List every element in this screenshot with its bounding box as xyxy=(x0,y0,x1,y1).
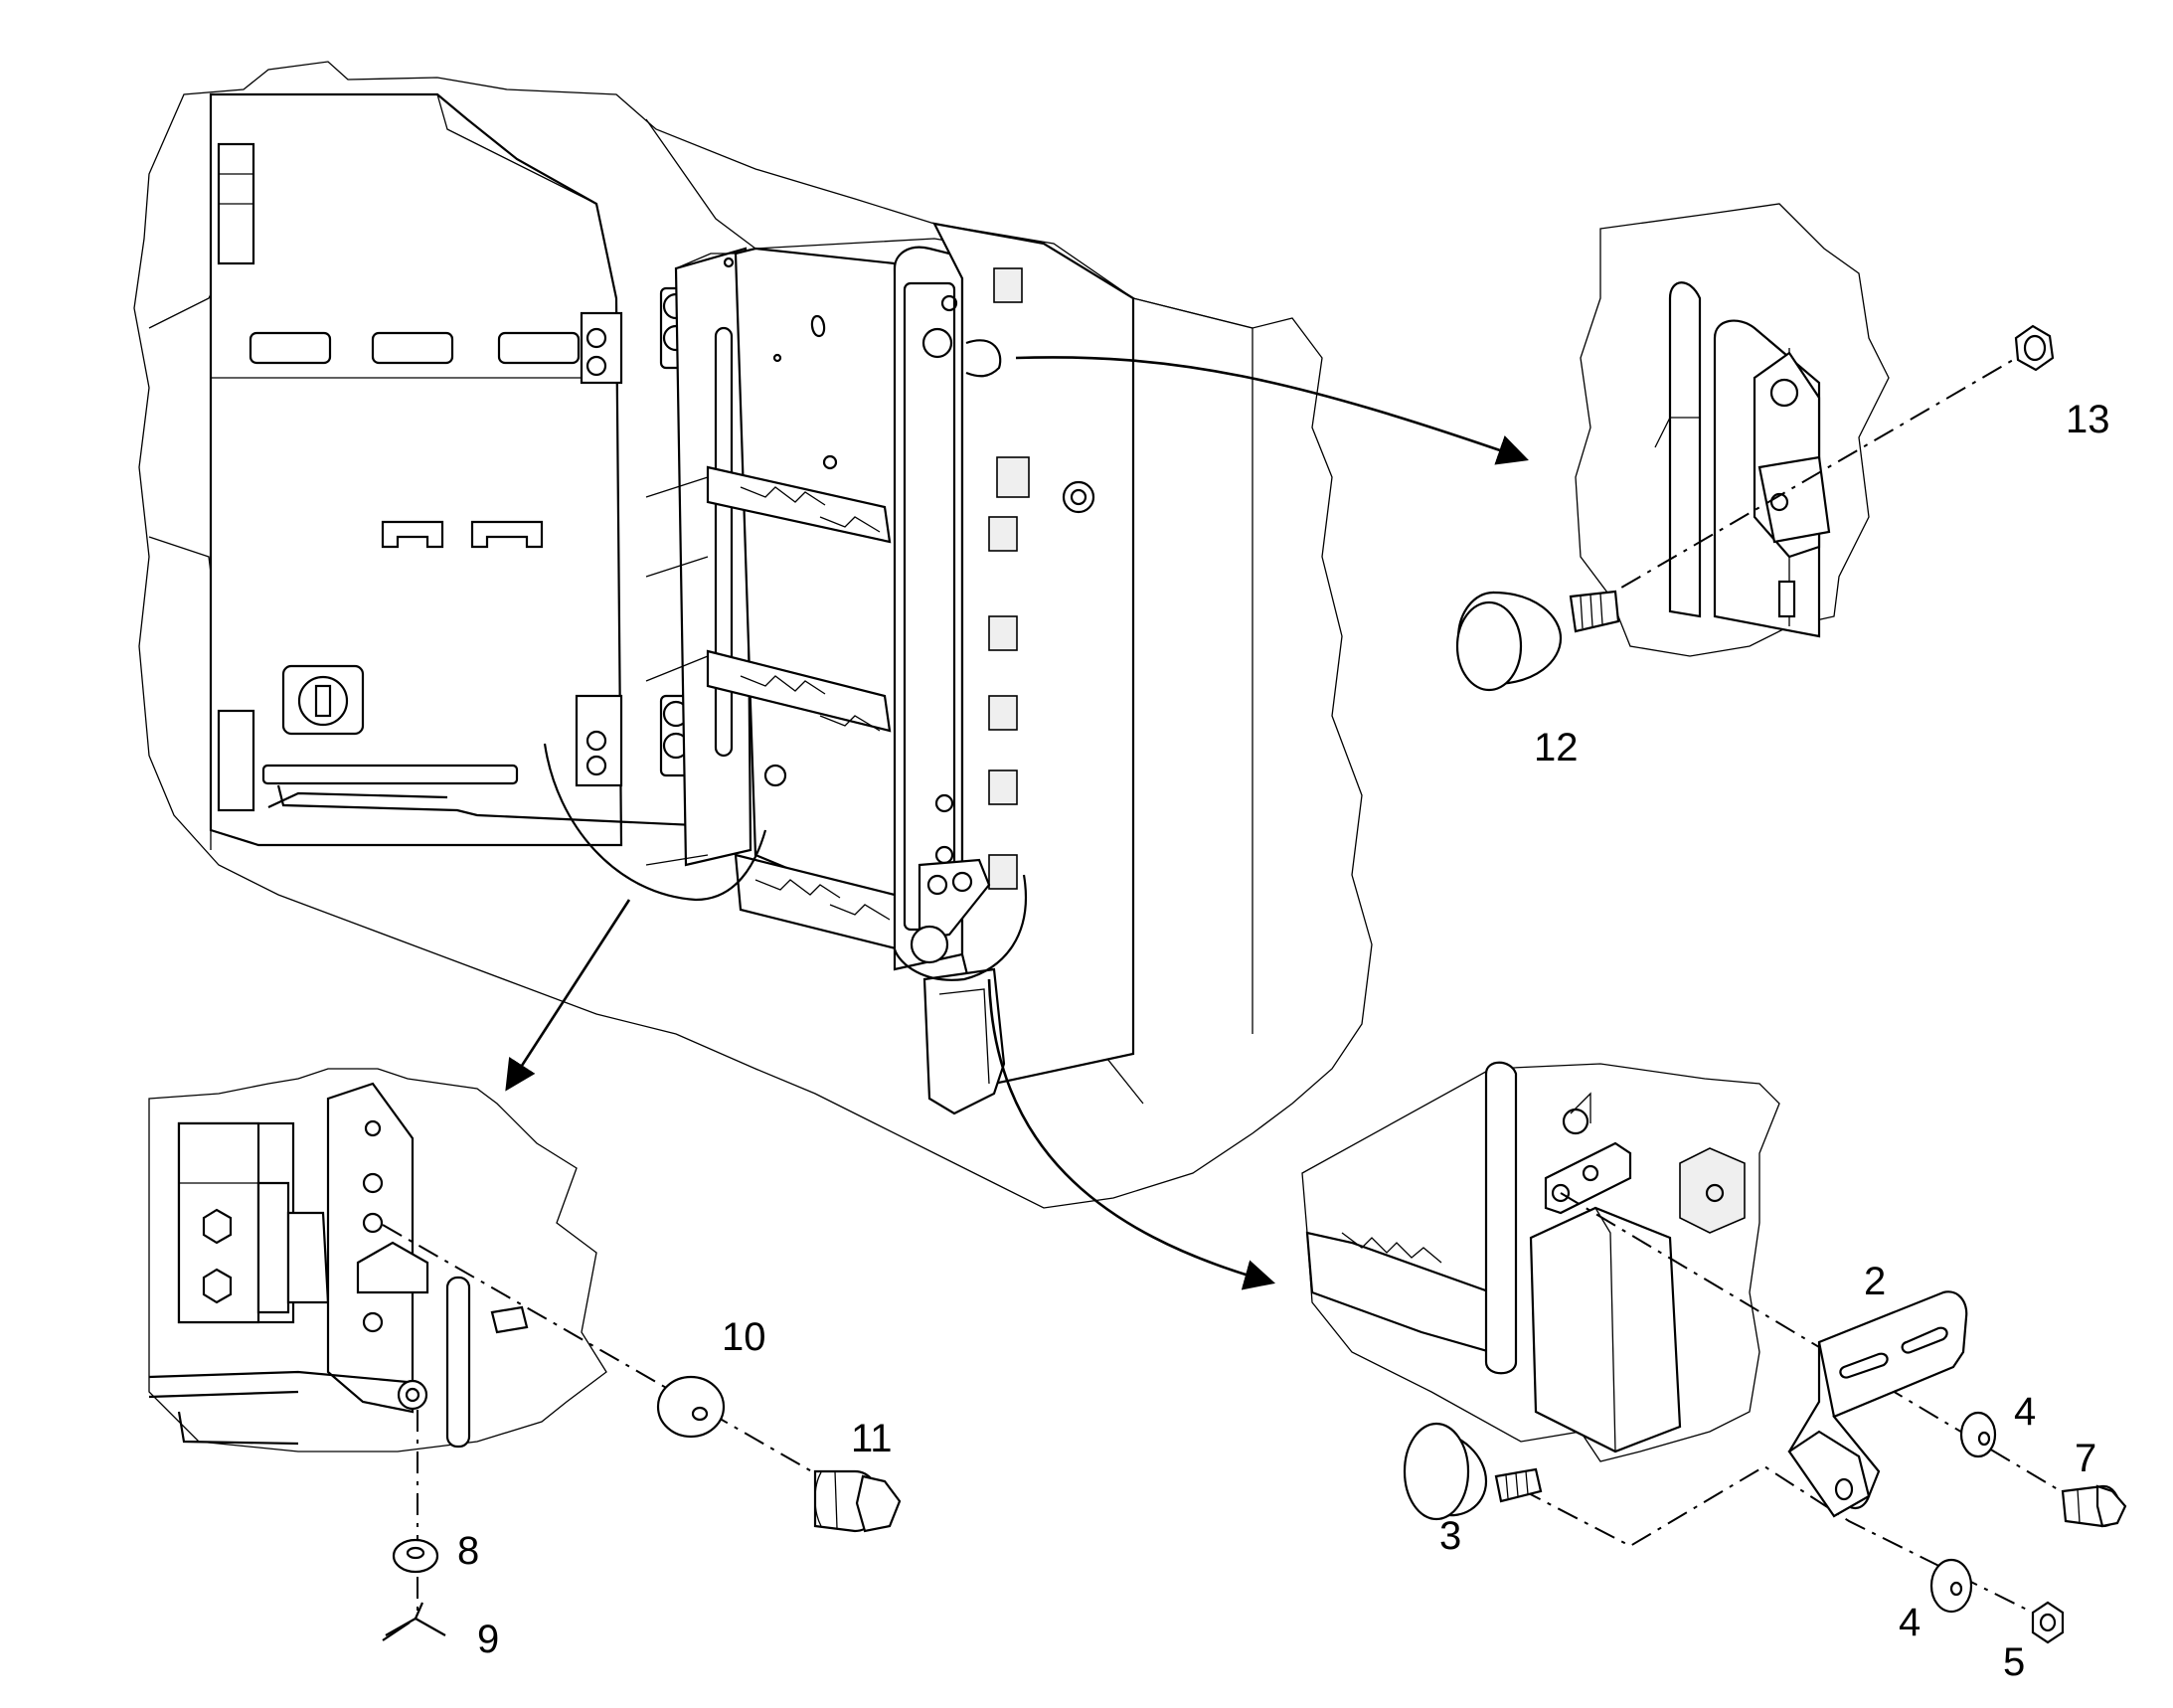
part-12-bumper xyxy=(1455,590,1620,692)
detail-loop-lower-hinge xyxy=(543,743,767,902)
bumper-detail-view xyxy=(1455,203,2055,692)
bracket-detail-view xyxy=(1301,1061,2127,1644)
upper-rail xyxy=(706,465,892,544)
callout-4-lower: 4 xyxy=(1899,1601,1921,1644)
hinge-detail-view xyxy=(148,1068,902,1641)
part-4-washer-upper xyxy=(1959,1411,1997,1458)
callout-labels: 13 12 10 11 8 9 2 4 7 3 4 5 xyxy=(457,398,2110,1684)
part-2-bracket xyxy=(1787,1290,1968,1518)
arrow-to-bumper-detail xyxy=(1015,356,1529,465)
callout-7: 7 xyxy=(2075,1437,2096,1480)
main-assembly-view xyxy=(133,61,1373,1209)
axis-line-12-13 xyxy=(1585,355,2021,609)
callout-4-upper: 4 xyxy=(2014,1390,2036,1434)
bumper-on-bracket xyxy=(910,925,949,964)
part-9-cotter-pin xyxy=(382,1602,446,1641)
hinge-detail-boundary xyxy=(148,1068,607,1452)
arrow-to-hinge-detail xyxy=(505,899,631,1092)
callout-11: 11 xyxy=(851,1417,893,1460)
part-7-bolt xyxy=(2061,1484,2127,1528)
callout-3: 3 xyxy=(1439,1514,1461,1558)
callout-8: 8 xyxy=(457,1529,479,1573)
part-8-washer xyxy=(392,1538,439,1574)
part-10-washer xyxy=(656,1375,726,1439)
detail-loop-bumper xyxy=(893,874,1027,981)
part-5-nut xyxy=(2031,1601,2065,1644)
part-3-bumper xyxy=(1403,1422,1543,1521)
axis-line-10-11 xyxy=(382,1224,856,1497)
callout-5: 5 xyxy=(2003,1640,2025,1684)
wall-mount-blocks xyxy=(988,267,1095,890)
bracket-detail-boundary xyxy=(1301,1063,1780,1462)
part-13-nut xyxy=(2014,324,2055,372)
callout-12: 12 xyxy=(1534,726,1579,769)
arrow-to-bracket-detail xyxy=(987,978,1276,1290)
part-4-washer-lower xyxy=(1929,1558,1973,1614)
callout-9: 9 xyxy=(477,1618,499,1661)
part-11-bolt xyxy=(813,1469,902,1533)
main-view-boundary xyxy=(133,61,1373,1209)
callout-13: 13 xyxy=(2066,398,2110,441)
callout-10: 10 xyxy=(722,1315,766,1359)
lower-door-hinge xyxy=(575,694,693,787)
callout-2: 2 xyxy=(1864,1260,1886,1303)
door-panel xyxy=(209,92,623,847)
middle-rail xyxy=(706,649,892,733)
